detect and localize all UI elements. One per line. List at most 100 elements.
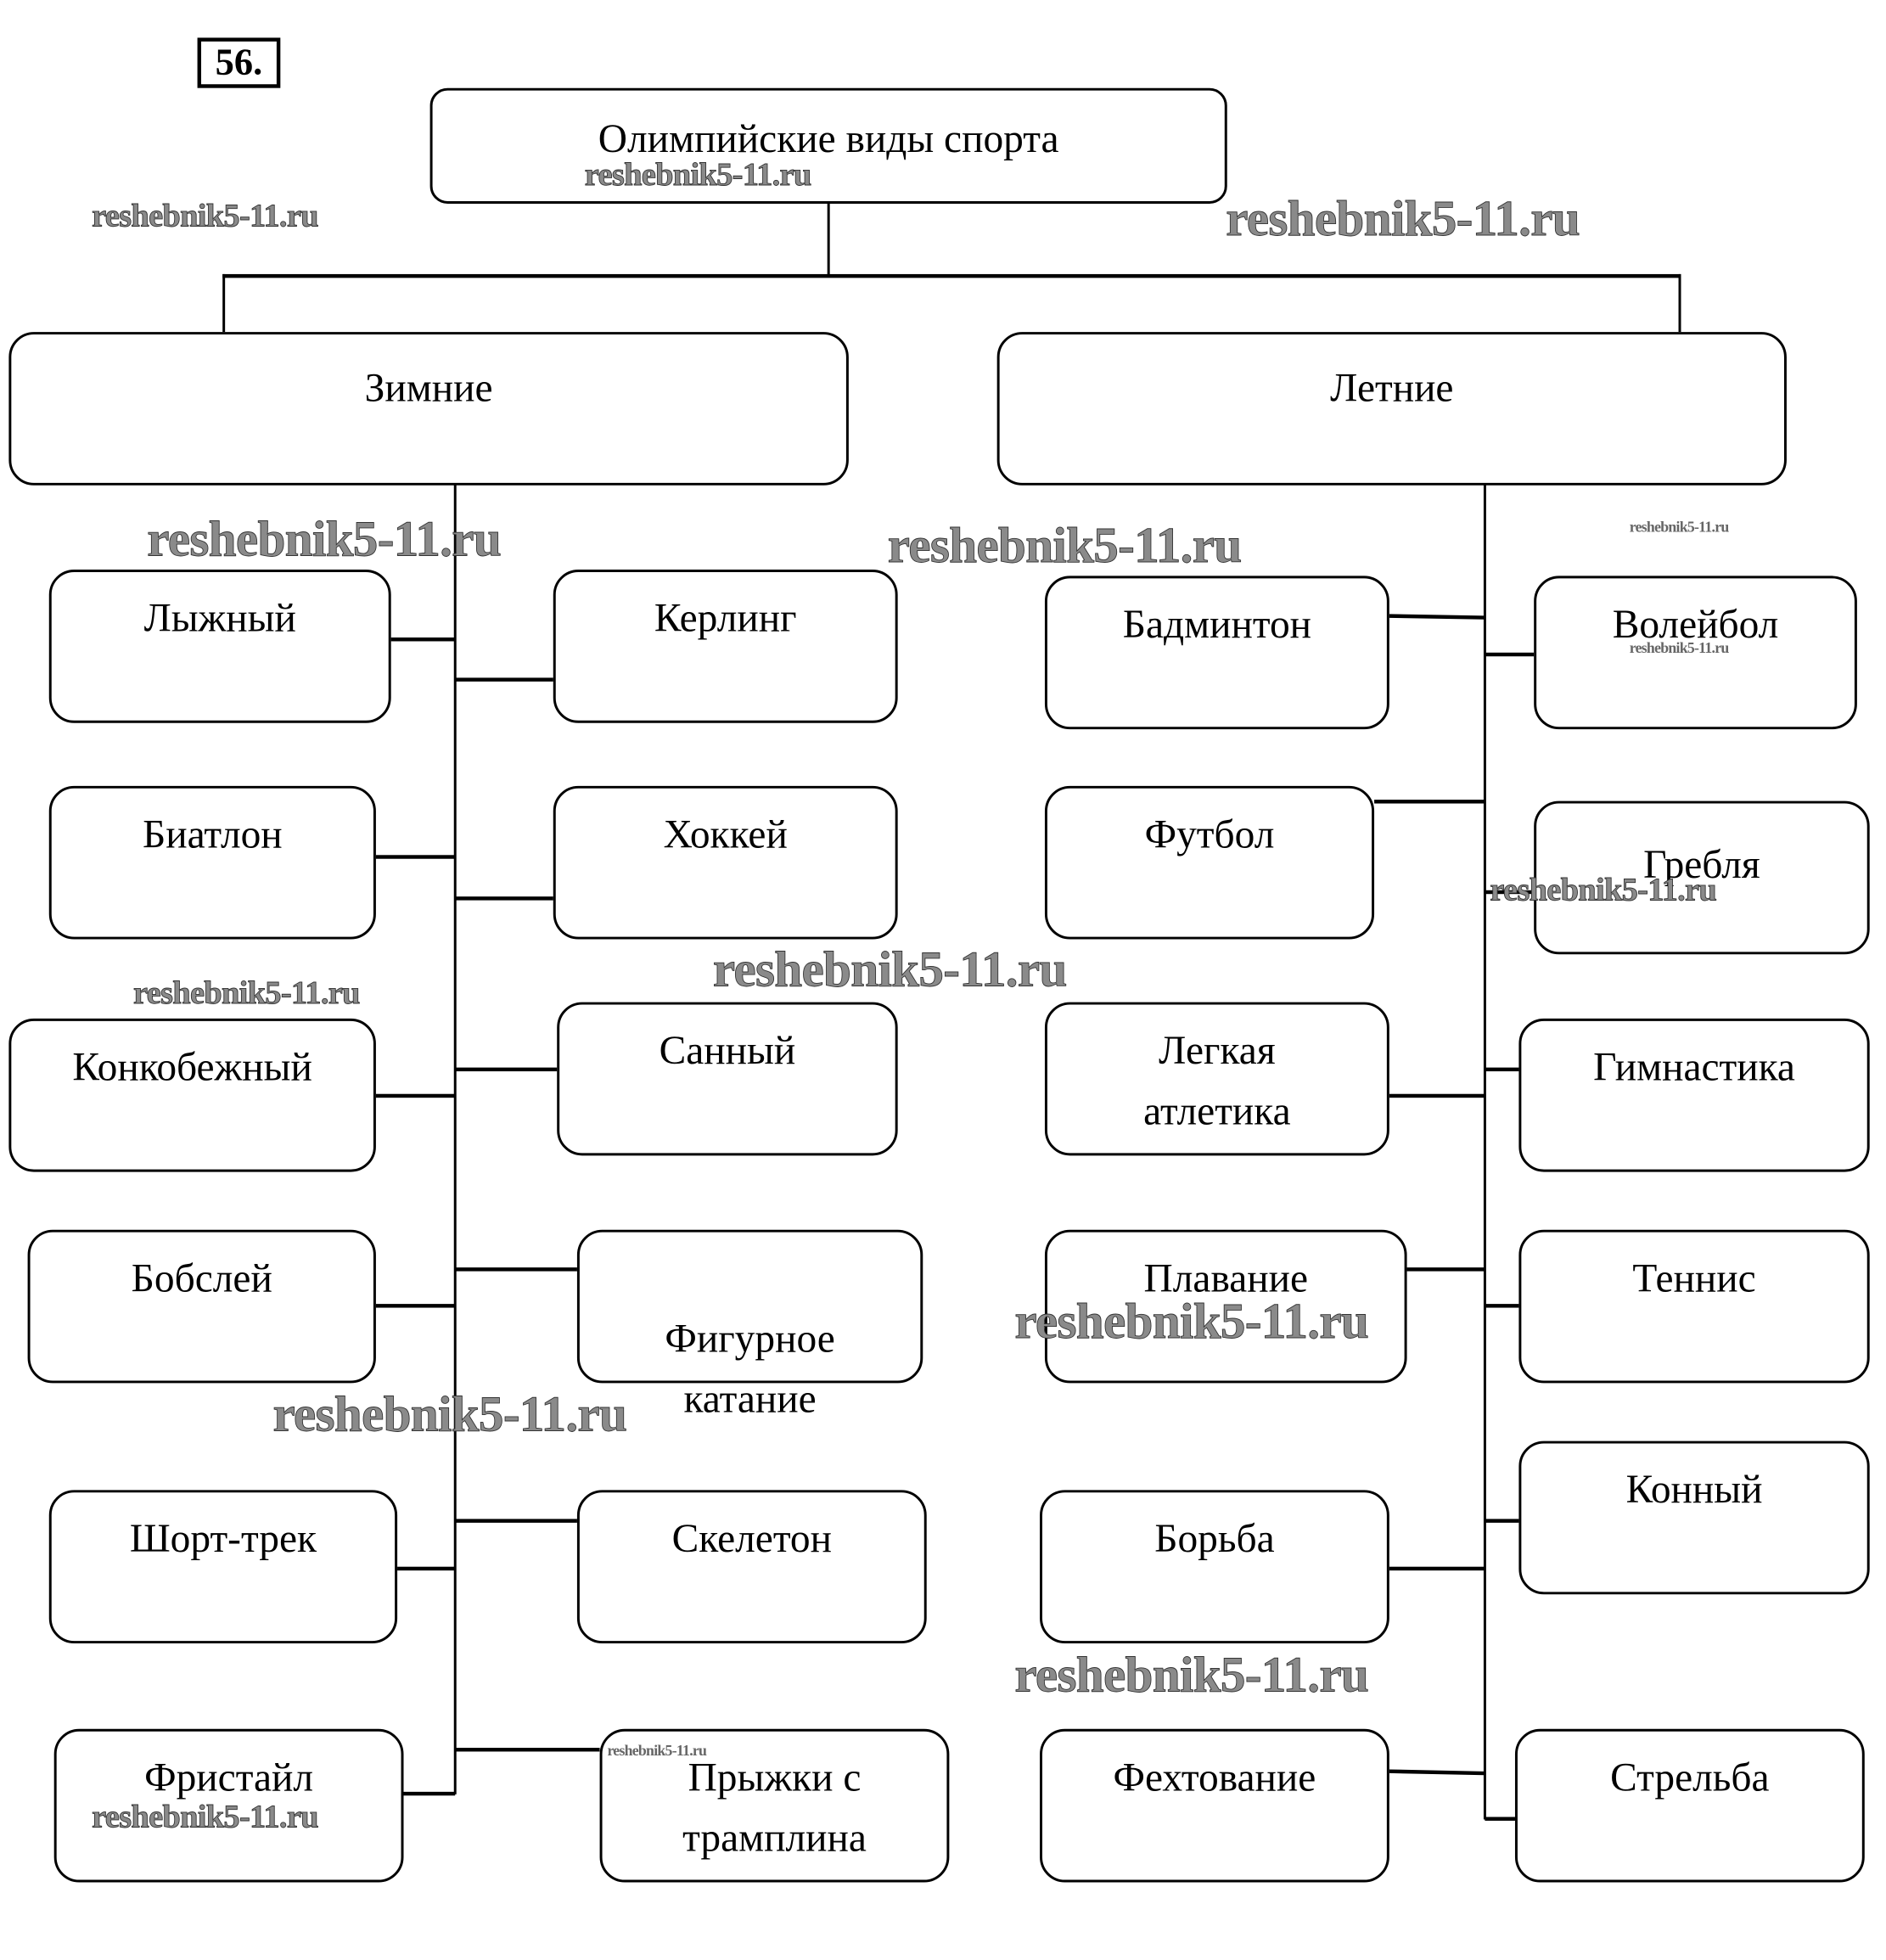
sport-label: Гребля xyxy=(1643,840,1760,887)
connector xyxy=(1389,1093,1485,1098)
task-number: 56. xyxy=(197,37,281,88)
category-winter-label: Зимние xyxy=(364,364,493,410)
connector xyxy=(1485,890,1535,894)
sport-label: Лыжный xyxy=(143,594,296,640)
sport-node: Фристайл xyxy=(53,1728,404,1883)
connector xyxy=(1485,652,1535,656)
sport-node: Лыжный xyxy=(48,570,391,723)
sport-label: Шорт-трек xyxy=(129,1514,317,1561)
connector xyxy=(1485,1067,1519,1071)
category-summer-label: Летние xyxy=(1330,364,1454,410)
connector xyxy=(455,1748,600,1751)
watermark: reshebnik5-11.ru xyxy=(92,1798,319,1835)
watermark: reshebnik5-11.ru xyxy=(1014,1292,1369,1350)
sport-node: Бадминтон xyxy=(1044,576,1389,730)
connector xyxy=(390,637,456,641)
sport-node: Хоккей xyxy=(553,785,898,940)
category-summer: Летние xyxy=(996,332,1787,486)
sport-label: Стрельба xyxy=(1610,1754,1770,1800)
watermark: reshebnik5-11.ru xyxy=(887,516,1242,574)
connector xyxy=(375,1093,456,1098)
sport-node: Скелетон xyxy=(576,1490,927,1644)
watermark: reshebnik5-11.ru xyxy=(1629,638,1729,657)
connector xyxy=(827,202,830,276)
sport-node: Шорт-трек xyxy=(48,1490,398,1644)
summer-spine xyxy=(1483,484,1486,1820)
sport-label: Конный xyxy=(1625,1466,1763,1512)
sport-label: Волейбол xyxy=(1612,601,1779,647)
sport-label: Теннис xyxy=(1632,1255,1756,1300)
sport-label: Хоккей xyxy=(663,811,788,856)
sport-node: Гимнастика xyxy=(1518,1018,1870,1172)
connector xyxy=(222,273,1681,278)
sport-node: Биатлон xyxy=(48,785,376,940)
sport-label: Бадминтон xyxy=(1122,601,1312,647)
connector xyxy=(455,1267,577,1271)
connector xyxy=(375,855,456,858)
watermark: reshebnik5-11.ru xyxy=(147,510,502,568)
connector xyxy=(1485,1304,1519,1307)
sport-label: Фристайл xyxy=(144,1754,314,1800)
sport-label: Санный xyxy=(659,1027,796,1073)
sport-node: Стрельба xyxy=(1514,1728,1865,1883)
connector xyxy=(397,1566,456,1570)
watermark: reshebnik5-11.ru xyxy=(712,941,1067,998)
watermark: reshebnik5-11.ru xyxy=(1014,1646,1369,1704)
connector xyxy=(375,1304,456,1307)
sport-label: Прыжки с трамплина xyxy=(682,1754,867,1860)
sport-node: Футбол xyxy=(1044,785,1375,940)
watermark: reshebnik5-11.ru xyxy=(584,155,811,193)
connector xyxy=(1406,1267,1485,1271)
sport-node: Фехтование xyxy=(1040,1728,1389,1883)
sport-label: Конкобежный xyxy=(72,1043,312,1089)
connector xyxy=(455,677,553,682)
sport-label: Борьба xyxy=(1154,1514,1275,1561)
sport-node: Бобслей xyxy=(27,1229,376,1384)
connector xyxy=(403,1791,456,1795)
watermark: reshebnik5-11.ru xyxy=(1629,518,1729,536)
root-node: Олимпийские виды спорта xyxy=(429,87,1227,204)
winter-spine xyxy=(453,484,457,1794)
connector xyxy=(1678,273,1681,333)
sport-node: Плавание xyxy=(1044,1229,1407,1384)
connector xyxy=(1485,1519,1519,1523)
sport-node: Волейбол xyxy=(1534,576,1857,730)
connector xyxy=(1389,614,1485,620)
sport-label: Фигурное катание xyxy=(665,1315,835,1421)
sport-label: Гимнастика xyxy=(1593,1043,1795,1089)
sport-node: Конкобежный xyxy=(8,1018,376,1172)
watermark: reshebnik5-11.ru xyxy=(92,197,319,234)
category-winter: Зимние xyxy=(8,332,849,486)
sport-node: Санный xyxy=(557,1002,898,1156)
connector xyxy=(1485,1817,1515,1821)
watermark: reshebnik5-11.ru xyxy=(607,1741,707,1760)
sport-label: Скелетон xyxy=(671,1514,832,1561)
connector xyxy=(455,1519,577,1523)
watermark: reshebnik5-11.ru xyxy=(1226,189,1580,247)
watermark: reshebnik5-11.ru xyxy=(133,974,361,1012)
sport-label: Футбол xyxy=(1144,811,1275,856)
sport-node: Гребля xyxy=(1534,800,1870,955)
sport-label: Легкая атлетика xyxy=(1143,1027,1291,1133)
sport-label: Бобслей xyxy=(131,1255,272,1300)
sport-label: Фехтование xyxy=(1113,1754,1316,1800)
sport-label: Биатлон xyxy=(143,811,283,856)
sport-node: Фигурное катание xyxy=(576,1229,923,1421)
sport-node: Теннис xyxy=(1518,1229,1870,1384)
connector xyxy=(455,896,553,900)
sport-node: Прыжки с трамплина xyxy=(599,1728,950,1883)
sport-label: Керлинг xyxy=(654,594,797,640)
connector xyxy=(1389,1769,1485,1775)
watermark: reshebnik5-11.ru xyxy=(272,1385,627,1443)
sport-node: Борьба xyxy=(1040,1490,1389,1644)
connector xyxy=(1374,800,1485,803)
watermark: reshebnik5-11.ru xyxy=(1490,871,1717,908)
connector xyxy=(455,1067,558,1071)
connector xyxy=(1389,1566,1485,1570)
sport-label: Плавание xyxy=(1143,1255,1309,1300)
sport-node: Легкая атлетика xyxy=(1044,1002,1389,1156)
sport-node: Конный xyxy=(1518,1441,1870,1595)
root-label: Олимпийские виды спорта xyxy=(598,115,1059,161)
connector xyxy=(222,273,226,333)
